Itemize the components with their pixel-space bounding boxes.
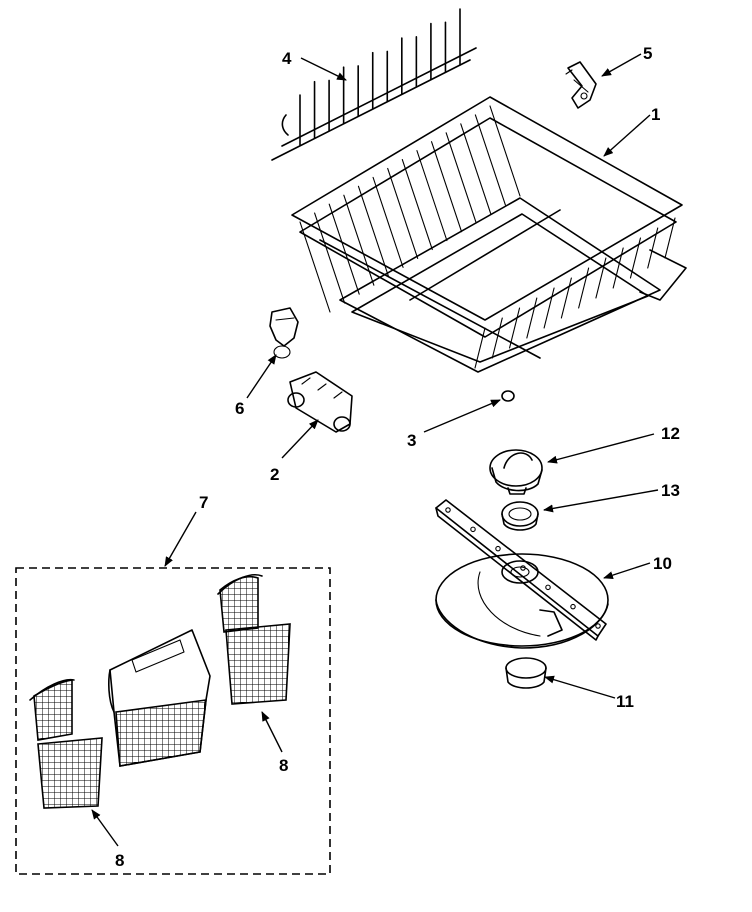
callout-3: 3 xyxy=(407,431,416,450)
callout-12: 12 xyxy=(661,424,680,443)
rack-clip-part xyxy=(565,61,597,109)
seal-ring-part xyxy=(501,501,539,531)
callout-1: 1 xyxy=(651,105,660,124)
basket-group-box xyxy=(15,567,331,875)
roller-clip-part xyxy=(269,307,299,359)
tine-row-part xyxy=(271,8,477,161)
callout-6: 6 xyxy=(235,399,244,418)
callout-labels: 1 2 3 4 5 6 7 8 8 10 11 12 13 xyxy=(115,44,680,870)
callout-leaders xyxy=(91,53,659,847)
callout-2: 2 xyxy=(270,465,279,484)
silverware-basket-part xyxy=(108,629,211,767)
callout-11: 11 xyxy=(616,692,634,711)
callout-10: 10 xyxy=(653,554,672,573)
callout-8-left: 8 xyxy=(115,851,124,870)
lower-rack-part xyxy=(291,96,687,373)
small-basket-right-part xyxy=(217,574,291,705)
callout-7: 7 xyxy=(199,493,208,512)
collar-ring-part xyxy=(505,657,547,689)
callout-13: 13 xyxy=(661,481,680,500)
rail-roller-part xyxy=(287,371,353,433)
small-basket-left-part xyxy=(29,678,103,809)
spray-arm-assembly-part xyxy=(435,499,609,649)
bearing-part xyxy=(501,390,515,402)
callout-5: 5 xyxy=(643,44,652,63)
wash-arm-nut-part xyxy=(489,449,543,495)
callout-4: 4 xyxy=(282,49,292,68)
callout-8-right: 8 xyxy=(279,756,288,775)
